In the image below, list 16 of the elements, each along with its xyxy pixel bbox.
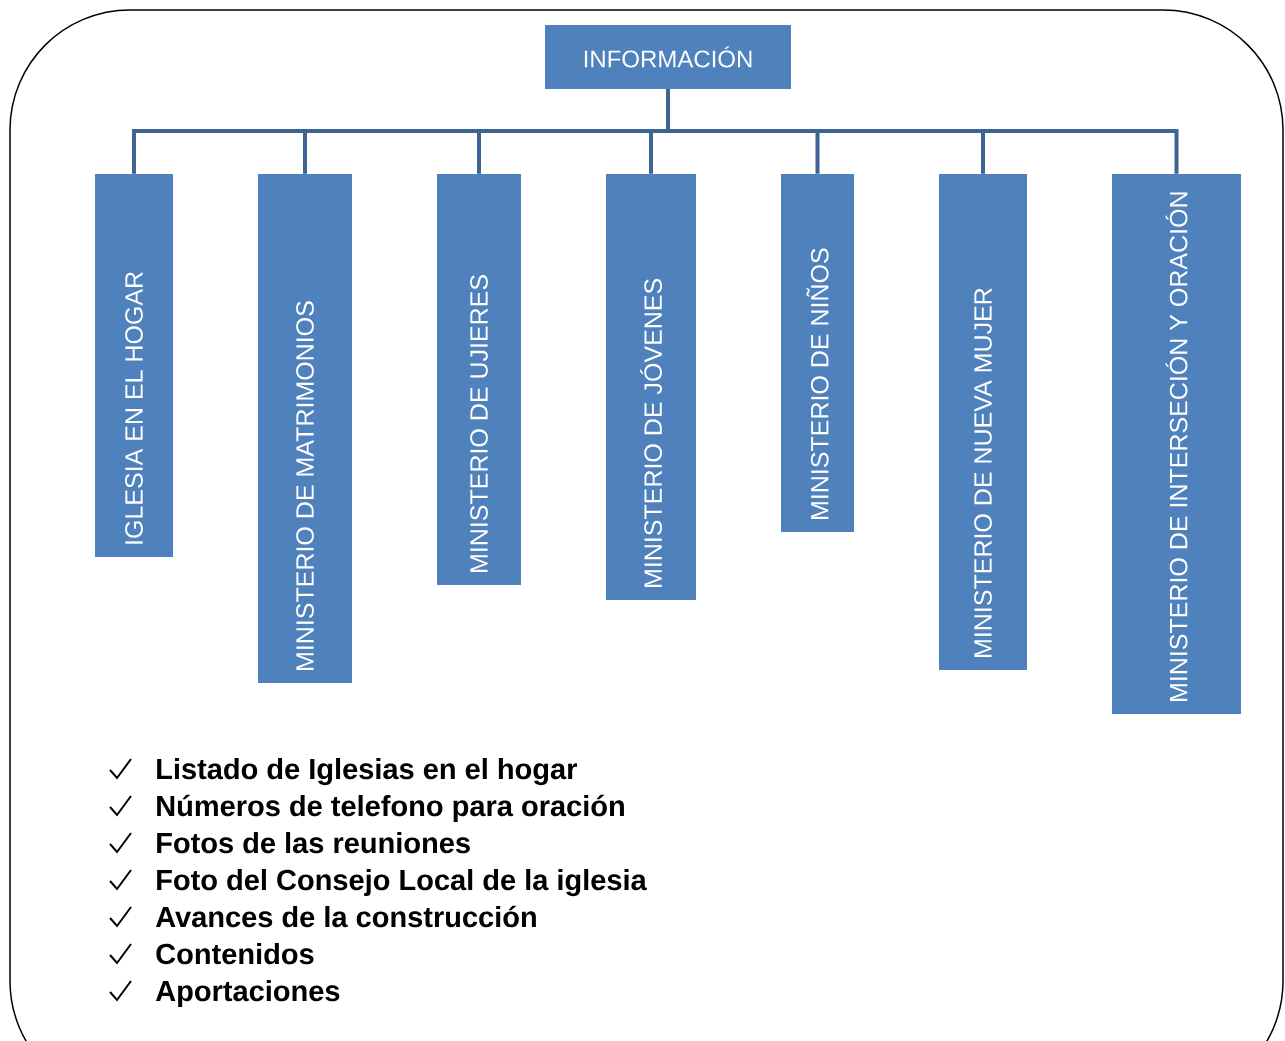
ministry-box: MINISTERIO DE UJIERES (437, 174, 521, 585)
ministry-box: IGLESIA EN EL HOGAR (95, 174, 173, 557)
list-item: Contenidos (156, 942, 314, 965)
heading-box: INFORMACIÓN (545, 25, 791, 89)
list-item: Aportaciones (155, 979, 340, 1007)
ministry-box: MINISTERIO DE NUEVA MUJER (939, 174, 1027, 670)
list-item: Números de telefono para oración (157, 794, 624, 822)
list-item: Avances de la construcción (155, 905, 536, 928)
list-item: Foto del Consejo Local de la iglesia (157, 868, 647, 897)
ministry-box: MINISTERIO DE INTERSECIÓN Y ORACIÓN (1112, 174, 1241, 714)
list-item: Listado de Iglesias en el hogar (157, 757, 577, 786)
list-item: Fotos de las reuniones (157, 831, 470, 854)
ministry-box: MINISTERIO DE NIÑOS (781, 174, 854, 532)
ministry-box: MINISTERIO DE JÓVENES (606, 174, 696, 600)
connector-line (666, 89, 1179, 174)
ministry-box: MINISTERIO DE MATRIMONIOS (258, 174, 352, 683)
